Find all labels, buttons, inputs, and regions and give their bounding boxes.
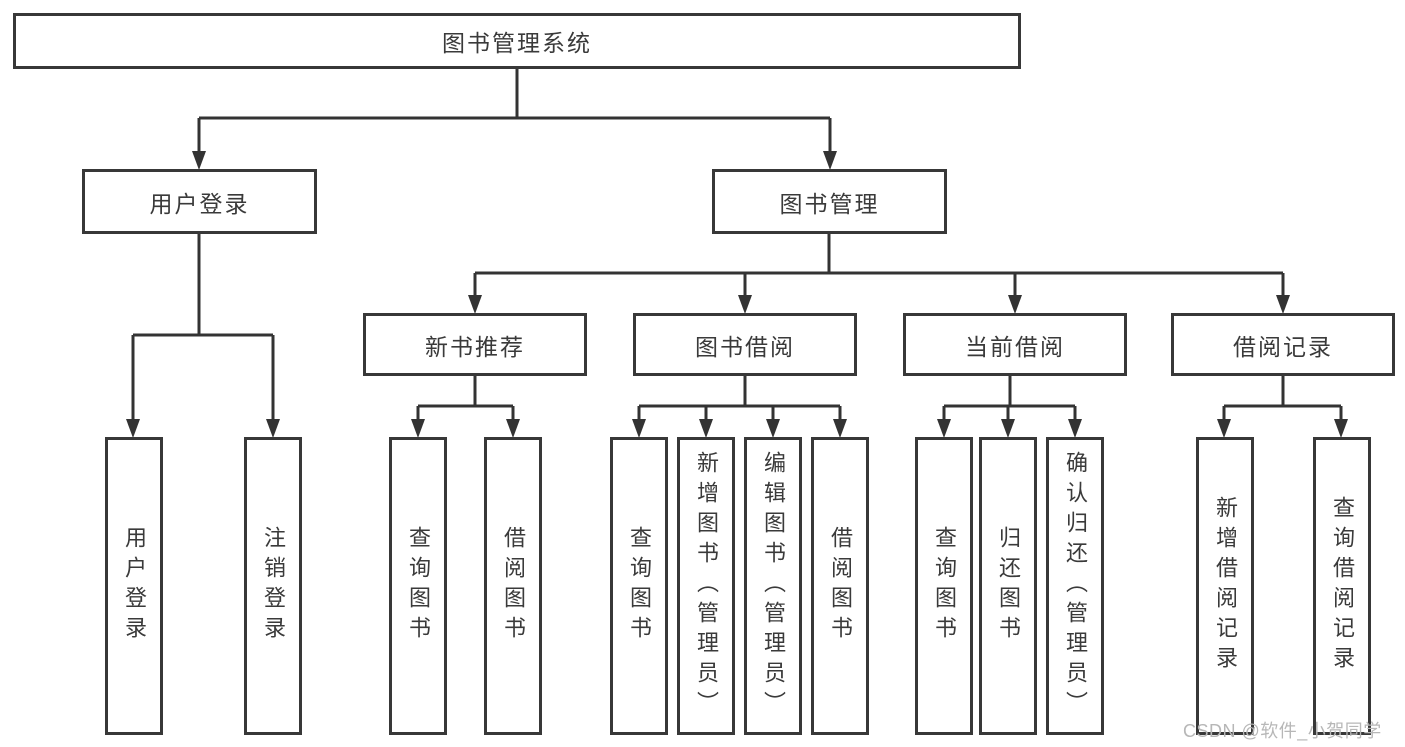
leaf-add-book-admin: 新增图书（管理员）: [677, 437, 735, 735]
leaf-query-borrow-record: 查询借阅记录: [1313, 437, 1371, 735]
node-book-borrow-label: 图书借阅: [695, 333, 795, 360]
leaf-label: 查询图书: [932, 526, 957, 646]
leaf-return-book: 归还图书: [979, 437, 1037, 735]
leaf-label: 用户登录: [122, 526, 147, 646]
node-book-borrow: 图书借阅: [633, 313, 857, 376]
leaf-label: 归还图书: [996, 526, 1021, 646]
leaf-label: 借阅图书: [501, 526, 526, 646]
arrowheads: [126, 151, 1348, 438]
node-new-book-recommend: 新书推荐: [363, 313, 587, 376]
node-new-book-recommend-label: 新书推荐: [425, 333, 525, 360]
leaf-label: 查询图书: [406, 526, 431, 646]
node-book-management-label: 图书管理: [779, 190, 880, 217]
leaf-borrow-book-recommend: 借阅图书: [484, 437, 542, 735]
node-user-login: 用户登录: [82, 169, 317, 234]
node-current-borrow: 当前借阅: [903, 313, 1127, 376]
node-book-management: 图书管理: [712, 169, 947, 234]
leaf-label: 查询借阅记录: [1330, 496, 1355, 676]
csdn-watermark: CSDN @软件_小贺同学: [1183, 721, 1382, 741]
leaf-borrow-book: 借阅图书: [811, 437, 869, 735]
leaf-label: 编辑图书（管理员）: [761, 451, 786, 721]
node-root-label: 图书管理系统: [442, 30, 592, 56]
node-borrow-records: 借阅记录: [1171, 313, 1395, 376]
leaf-label: 确认归还（管理员）: [1063, 451, 1088, 721]
leaf-label: 新增图书（管理员）: [694, 451, 719, 721]
leaf-user-login: 用户登录: [105, 437, 163, 735]
leaf-query-book-recommend: 查询图书: [389, 437, 447, 735]
node-current-borrow-label: 当前借阅: [965, 333, 1065, 360]
leaf-edit-book-admin: 编辑图书（管理员）: [744, 437, 802, 735]
node-root: 图书管理系统: [13, 13, 1021, 69]
leaf-query-book-current: 查询图书: [915, 437, 973, 735]
leaf-label: 借阅图书: [828, 526, 853, 646]
leaf-confirm-return-admin: 确认归还（管理员）: [1046, 437, 1104, 735]
leaf-label: 新增借阅记录: [1213, 496, 1238, 676]
leaf-query-book-borrow: 查询图书: [610, 437, 668, 735]
leaf-add-borrow-record: 新增借阅记录: [1196, 437, 1254, 735]
node-user-login-label: 用户登录: [149, 190, 250, 217]
leaf-label: 查询图书: [627, 526, 652, 646]
leaf-label: 注销登录: [261, 526, 286, 646]
node-borrow-records-label: 借阅记录: [1233, 333, 1333, 360]
leaf-logout: 注销登录: [244, 437, 302, 735]
